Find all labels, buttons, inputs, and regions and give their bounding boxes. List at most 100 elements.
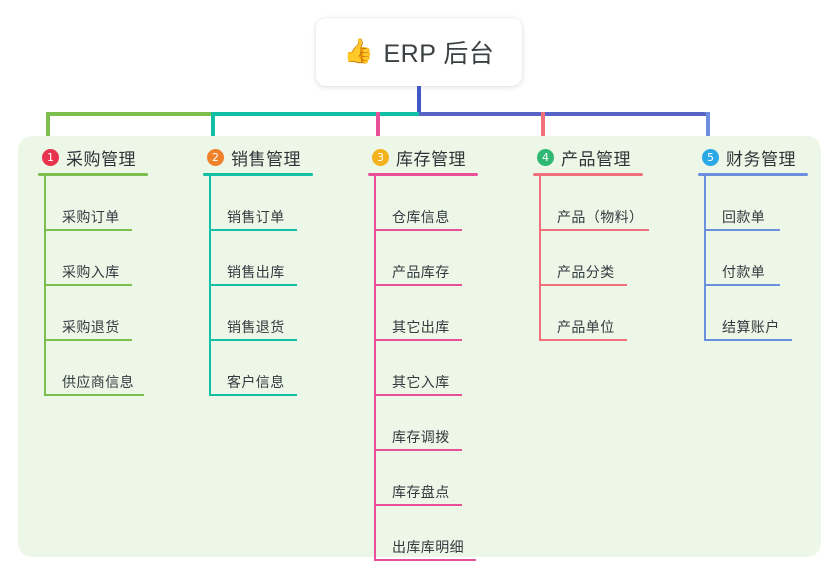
leaf-item-label: 其它出库 [392, 319, 450, 335]
connector-drop-库存管理 [376, 112, 380, 146]
root-node-card[interactable]: 👍 ERP 后台 [316, 18, 522, 86]
leaf-item[interactable]: 采购入库 [38, 231, 148, 286]
column-title-label: 产品管理 [561, 149, 631, 169]
leaf-item[interactable]: 产品（物料） [533, 176, 649, 231]
leaf-item[interactable]: 其它入库 [368, 341, 478, 396]
leaf-item[interactable]: 销售出库 [203, 231, 313, 286]
column-title-label: 销售管理 [231, 149, 301, 169]
leaf-item[interactable]: 出库库明细 [368, 506, 478, 561]
column-1: 1 采购管理采购订单采购入库采购退货供应商信息 [38, 146, 148, 396]
leaf-item-label: 采购入库 [62, 264, 120, 280]
column-badge-3: 3 [372, 148, 389, 166]
leaf-item-label: 产品分类 [557, 264, 615, 280]
leaf-item-label: 库存调拨 [392, 429, 450, 445]
leaf-item-label: 付款单 [722, 264, 766, 280]
leaf-item[interactable]: 采购退货 [38, 286, 148, 341]
leaf-item-rule [374, 449, 462, 451]
leaf-item[interactable]: 其它出库 [368, 286, 478, 341]
leaf-item[interactable]: 结算账户 [698, 286, 808, 341]
leaf-item[interactable]: 客户信息 [203, 341, 313, 396]
column-items: 回款单付款单结算账户 [698, 176, 808, 341]
column-spine [539, 176, 541, 341]
leaf-item-label: 销售出库 [227, 264, 285, 280]
leaf-item[interactable]: 供应商信息 [38, 341, 148, 396]
leaf-item-label: 其它入库 [392, 374, 450, 390]
connector-hbar-2 [211, 112, 419, 116]
leaf-item-label: 产品（物料） [557, 209, 644, 225]
leaf-item[interactable]: 采购订单 [38, 176, 148, 231]
connector-drop-产品管理 [541, 112, 545, 146]
leaf-item[interactable]: 产品分类 [533, 231, 643, 286]
root-stem-connector [417, 86, 421, 114]
leaf-item-rule [209, 394, 297, 396]
column-spine [374, 176, 376, 561]
connector-drop-采购管理 [46, 112, 50, 146]
leaf-item[interactable]: 库存盘点 [368, 451, 478, 506]
leaf-item-rule [374, 504, 462, 506]
leaf-item[interactable]: 回款单 [698, 176, 808, 231]
column-badge-5: 5 [702, 148, 719, 166]
leaf-item-label: 回款单 [722, 209, 766, 225]
leaf-item-rule [374, 559, 476, 561]
column-2: 2 销售管理销售订单销售出库销售退货客户信息 [203, 146, 313, 396]
column-spine [44, 176, 46, 396]
leaf-item[interactable]: 销售订单 [203, 176, 313, 231]
column-badge-2: 2 [207, 148, 224, 166]
leaf-item-rule [374, 394, 462, 396]
leaf-item-rule [44, 339, 132, 341]
column-rule [38, 173, 148, 176]
leaf-item-rule [374, 339, 462, 341]
leaf-item-label: 供应商信息 [62, 374, 134, 390]
leaf-item-label: 仓库信息 [392, 209, 450, 225]
thumbs-up-icon: 👍 [343, 38, 374, 65]
leaf-item-label: 销售退货 [227, 319, 285, 335]
leaf-item-label: 库存盘点 [392, 484, 450, 500]
leaf-item-rule [209, 284, 297, 286]
column-rule [698, 173, 808, 176]
leaf-item-label: 产品库存 [392, 264, 450, 280]
column-header-采购管理[interactable]: 1 采购管理 [38, 146, 148, 169]
column-badge-4: 4 [537, 148, 554, 166]
column-items: 仓库信息产品库存其它出库其它入库库存调拨库存盘点出库库明细 [368, 176, 478, 561]
leaf-item-rule [704, 284, 780, 286]
leaf-item[interactable]: 产品单位 [533, 286, 643, 341]
leaf-item-label: 客户信息 [227, 374, 285, 390]
column-spine [209, 176, 211, 396]
leaf-item[interactable]: 仓库信息 [368, 176, 478, 231]
column-rule [533, 173, 643, 176]
leaf-item[interactable]: 库存调拨 [368, 396, 478, 451]
column-rule [203, 173, 313, 176]
column-4: 4 产品管理产品（物料） 产品分类产品单位 [533, 146, 649, 341]
connector-drop-财务管理 [706, 112, 710, 146]
leaf-item-label: 结算账户 [722, 319, 780, 335]
leaf-item-rule [44, 394, 144, 396]
root-node-title: ERP 后台 [383, 40, 495, 68]
column-items: 销售订单销售出库销售退货客户信息 [203, 176, 313, 396]
column-header-销售管理[interactable]: 2 销售管理 [203, 146, 313, 169]
leaf-item[interactable]: 销售退货 [203, 286, 313, 341]
leaf-item-rule [539, 284, 627, 286]
column-items: 采购订单采购入库采购退货供应商信息 [38, 176, 148, 396]
leaf-item-label: 采购退货 [62, 319, 120, 335]
connector-hbar-1 [46, 112, 211, 116]
column-header-产品管理[interactable]: 4 产品管理 [533, 146, 643, 169]
column-title-label: 采购管理 [66, 149, 136, 169]
column-spine [704, 176, 706, 341]
leaf-item-rule [44, 229, 132, 231]
diagram-panel [18, 136, 821, 557]
leaf-item-rule [539, 339, 627, 341]
leaf-item-rule [374, 229, 462, 231]
leaf-item-rule [209, 229, 297, 231]
column-badge-1: 1 [42, 148, 59, 166]
leaf-item-rule [704, 339, 792, 341]
leaf-item-rule [704, 229, 780, 231]
connector-drop-销售管理 [211, 112, 215, 146]
leaf-item-rule [374, 284, 462, 286]
connector-hbar-3 [419, 112, 708, 116]
leaf-item[interactable]: 产品库存 [368, 231, 478, 286]
leaf-item-label: 采购订单 [62, 209, 120, 225]
leaf-item[interactable]: 付款单 [698, 231, 808, 286]
